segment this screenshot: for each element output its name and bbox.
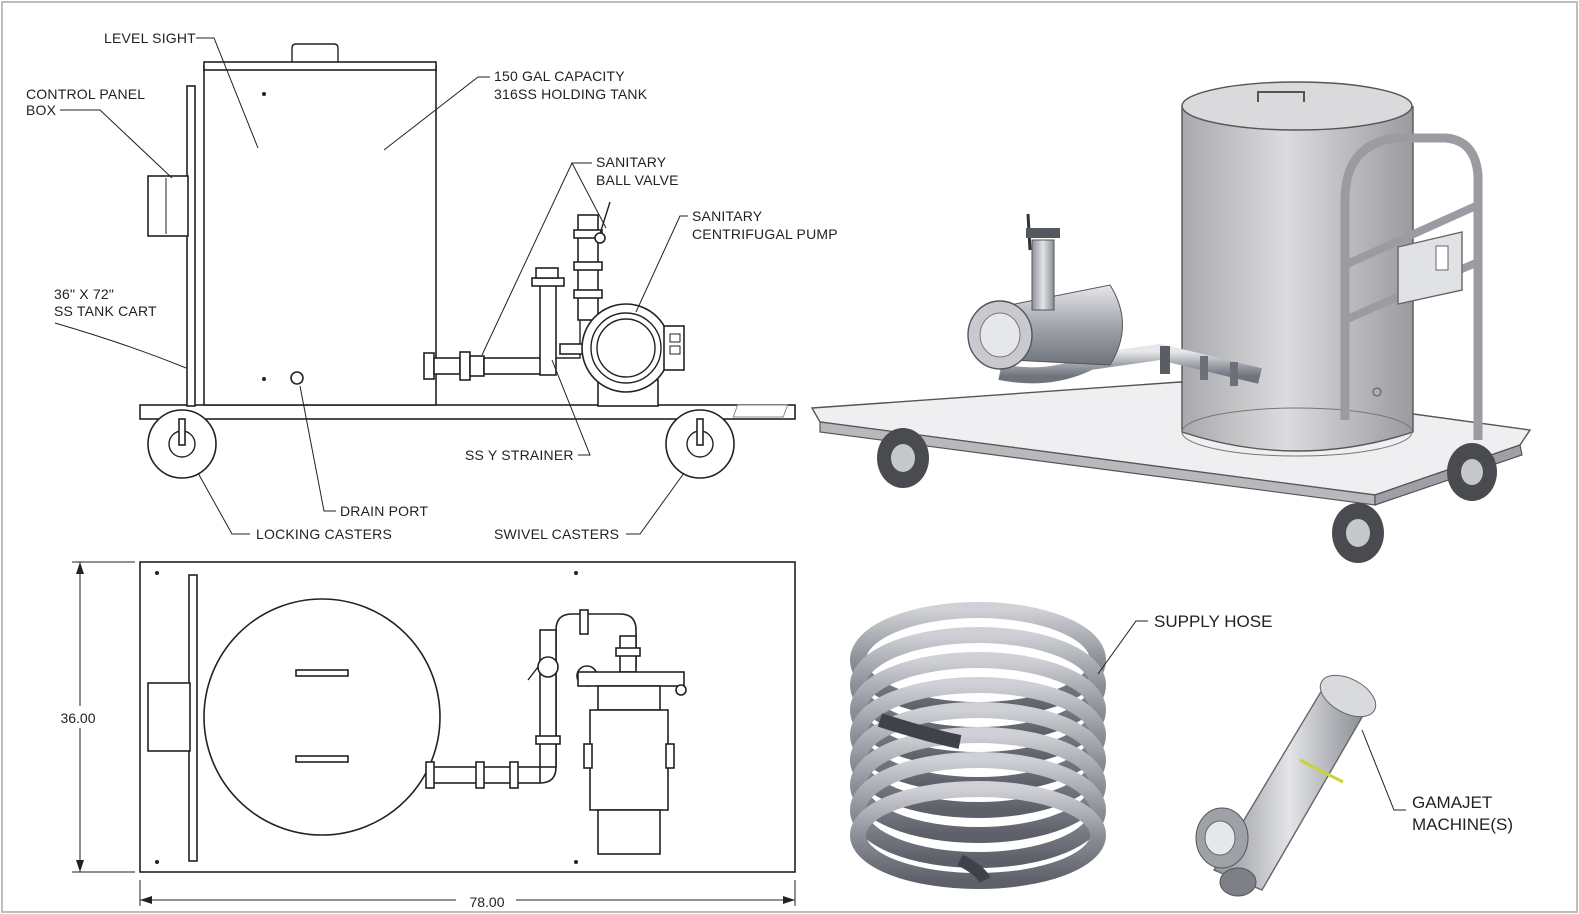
label-level-sight: LEVEL SIGHT bbox=[104, 30, 196, 46]
label-holding-tank-2: 316SS HOLDING TANK bbox=[494, 86, 648, 102]
label-ball-valve-1: SANITARY bbox=[596, 154, 667, 170]
iso-tank bbox=[1181, 106, 1414, 452]
gamajet-machine bbox=[1195, 674, 1377, 897]
width-dimension: 78.00 bbox=[469, 894, 504, 910]
pump-flange-top bbox=[577, 671, 685, 687]
label-gamajet-2: MACHINE(S) bbox=[1412, 815, 1513, 834]
label-control-panel-1: CONTROL PANEL bbox=[26, 86, 145, 102]
label-supply-hose: SUPPLY HOSE bbox=[1154, 612, 1272, 631]
centrifugal-pump bbox=[581, 303, 685, 407]
ball-valve bbox=[594, 232, 606, 244]
label-pump-2: CENTRIFUGAL PUMP bbox=[692, 226, 838, 242]
label-y-strainer: SS Y STRAINER bbox=[465, 447, 574, 463]
label-tank-cart-2: SS TANK CART bbox=[54, 303, 157, 319]
label-locking-casters: LOCKING CASTERS bbox=[256, 526, 392, 542]
side-piping bbox=[423, 201, 611, 381]
iso-caster bbox=[877, 428, 1497, 563]
locking-caster bbox=[147, 409, 217, 479]
tank-lid-handle bbox=[291, 43, 339, 62]
drain-port bbox=[290, 371, 304, 385]
top-view: 36.00 78.00 bbox=[50, 561, 796, 910]
label-gamajet-1: GAMAJET bbox=[1412, 793, 1492, 812]
label-control-panel-2: BOX bbox=[26, 102, 57, 118]
label-tank-cart-1: 36" X 72" bbox=[54, 286, 114, 302]
side-view bbox=[139, 43, 796, 479]
label-ball-valve-2: BALL VALVE bbox=[596, 172, 679, 188]
label-drain-port: DRAIN PORT bbox=[340, 503, 428, 519]
label-swivel-casters: SWIVEL CASTERS bbox=[494, 526, 619, 542]
supply-hose bbox=[850, 602, 1106, 889]
iso-handle-frame bbox=[1340, 133, 1483, 440]
label-pump-1: SANITARY bbox=[692, 208, 763, 224]
top-control-box bbox=[147, 682, 191, 752]
isometric-view bbox=[732, 81, 1532, 563]
height-dimension: 36.00 bbox=[60, 710, 95, 726]
leaders bbox=[54, 37, 1406, 811]
y-strainer bbox=[539, 282, 557, 376]
pump-motor-top bbox=[589, 709, 669, 811]
label-holding-tank-1: 150 GAL CAPACITY bbox=[494, 68, 625, 84]
cart-deck bbox=[139, 404, 796, 420]
holding-tank bbox=[203, 65, 437, 406]
tank-top bbox=[203, 598, 441, 836]
swivel-caster bbox=[665, 409, 735, 479]
level-sight bbox=[186, 85, 196, 407]
control-panel-box bbox=[147, 175, 189, 237]
iso-pump bbox=[967, 213, 1123, 370]
